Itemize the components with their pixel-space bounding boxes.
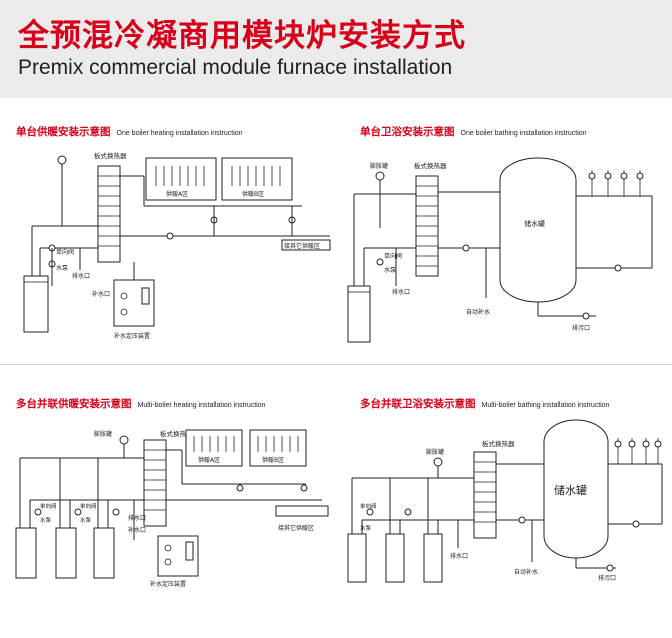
diagram-multi-bathing: 膨胀罐 单向阀 水泵 板式换热器 储水罐 <box>347 419 663 583</box>
pump-icon <box>376 258 384 266</box>
label-refill: 补水口 <box>92 290 110 298</box>
expansion-tank-icon <box>119 435 129 445</box>
label-tank: 储水罐 <box>524 219 545 228</box>
connect-other-box <box>275 505 329 517</box>
label-sewage: 排污口 <box>572 324 590 332</box>
outlet-icon <box>654 440 662 448</box>
label-pump: 水泵 <box>40 516 52 524</box>
panel-title-en: Multi-boiler heating installation instru… <box>137 402 266 409</box>
boiler-icon <box>93 527 115 579</box>
panel-title: 多台并联卫浴安装示意图 Multi-boiler bathing installa… <box>360 392 610 411</box>
label-pump: 水泵 <box>384 266 396 274</box>
panel-title-cn: 单台卫浴安装示意图 <box>360 126 455 138</box>
label-check-valve: 单向阀 <box>80 502 97 510</box>
expansion-tank-icon <box>433 457 443 467</box>
label-tank: 储水罐 <box>554 483 587 497</box>
label-exchanger: 板式换热器 <box>94 151 127 160</box>
expansion-tank-icon <box>57 155 67 165</box>
boiler-icon <box>347 533 367 583</box>
heat-exchanger-icon <box>473 451 497 539</box>
page-title: 全预混冷凝商用模块炉安装方式 <box>18 18 466 54</box>
label-pressure-unit: 补水定压装置 <box>150 580 186 588</box>
panel-multi-heating: 多台并联供暖安装示意图 Multi-boiler heating installa… <box>10 392 340 638</box>
panel-title: 单台卫浴安装示意图 One boiler bathing installation… <box>360 120 587 139</box>
label-expansion: 膨胀罐 <box>426 448 444 456</box>
panel-title-cn: 多台并联供暖安装示意图 <box>16 398 132 410</box>
panel-title: 多台并联供暖安装示意图 Multi-boiler heating installa… <box>16 392 266 411</box>
label-area-a: 供暖A区 <box>198 456 220 464</box>
panel-title-en: Multi-boiler bathing installation instru… <box>481 402 610 409</box>
connect-other-box <box>281 239 331 251</box>
outlet-icon <box>614 440 622 448</box>
label-pump: 水泵 <box>80 516 92 524</box>
outlet-icon <box>628 440 636 448</box>
header-banner: 全预混冷凝商用模块炉安装方式 Premix commercial module … <box>0 0 672 98</box>
boiler-icon <box>23 275 49 333</box>
diagram-single-bathing: 膨胀罐 单向阀 水泵 板式换热器 储水罐 <box>347 157 653 343</box>
boiler-icon <box>15 527 37 579</box>
label-exchanger: 板式换热器 <box>160 429 193 438</box>
label-connect: 接其它供暖区 <box>284 242 320 250</box>
boiler-icon <box>423 533 443 583</box>
heat-exchanger-icon <box>143 439 167 527</box>
panel-title: 单台供暖安装示意图 One boiler heating installation… <box>16 120 243 139</box>
boiler-icon <box>347 285 371 343</box>
label-check-valve: 单向阀 <box>40 502 57 510</box>
diagram-single-heating: 单向阀 水泵 板式换热器 供暖A区 <box>23 151 331 340</box>
label-connect: 接其它供暖区 <box>278 524 314 532</box>
panel-title-en: One boiler bathing installation instruct… <box>460 130 587 137</box>
boiler-icon <box>385 533 405 583</box>
outlet-icon <box>642 440 650 448</box>
label-drain: 排水口 <box>392 288 410 296</box>
outlet-icon <box>604 172 612 180</box>
expansion-tank-icon <box>375 171 385 181</box>
panel-title-en: One boiler heating installation instruct… <box>116 130 243 137</box>
label-expansion: 膨胀罐 <box>370 162 388 170</box>
panel-title-cn: 单台供暖安装示意图 <box>16 126 111 138</box>
label-area-a: 供暖A区 <box>166 190 188 198</box>
label-pump: 水泵 <box>56 264 68 272</box>
page-subtitle: Premix commercial module furnace install… <box>18 56 453 79</box>
panel-multi-bathing: 多台并联卫浴安装示意图 Multi-boiler bathing installa… <box>346 392 672 638</box>
label-drain: 排水口 <box>128 514 146 522</box>
label-area-b: 供暖B区 <box>262 456 284 464</box>
section-divider <box>0 364 672 365</box>
label-check-valve: 单向阀 <box>360 502 377 510</box>
label-drain: 排水口 <box>450 552 468 560</box>
panel-single-bathing: 单台卫浴安装示意图 One boiler bathing installation… <box>346 120 672 366</box>
label-auto-refill: 自动补水 <box>466 308 490 316</box>
label-check-valve: 单向阀 <box>56 248 74 256</box>
boiler-icon <box>55 527 77 579</box>
outlet-icon <box>620 172 628 180</box>
label-refill: 补水口 <box>128 526 146 534</box>
label-pump: 水泵 <box>360 524 372 532</box>
diagram-multi-heating: 膨胀罐 单向阀 单向阀 水泵 水泵 板式换热器 <box>15 429 329 588</box>
radiator-b <box>249 429 307 467</box>
outlet-icon <box>636 172 644 180</box>
panel-title-cn: 多台并联卫浴安装示意图 <box>360 398 476 410</box>
label-check-valve: 单向阀 <box>384 252 402 260</box>
label-pressure-unit: 补水定压装置 <box>114 332 150 340</box>
heat-exchanger-icon <box>97 165 121 263</box>
label-exchanger: 板式换热器 <box>482 439 515 448</box>
label-expansion: 膨胀罐 <box>94 430 112 438</box>
label-sewage: 排污口 <box>598 574 616 582</box>
label-area-b: 供暖B区 <box>242 190 264 198</box>
label-drain: 排水口 <box>72 272 90 280</box>
storage-tank <box>499 157 577 303</box>
panel-single-heating: 单台供暖安装示意图 One boiler heating installation… <box>10 120 340 366</box>
outlet-icon <box>588 172 596 180</box>
label-auto-refill: 自动补水 <box>514 568 538 576</box>
label-exchanger: 板式换热器 <box>414 161 447 170</box>
radiator-a <box>185 429 243 467</box>
